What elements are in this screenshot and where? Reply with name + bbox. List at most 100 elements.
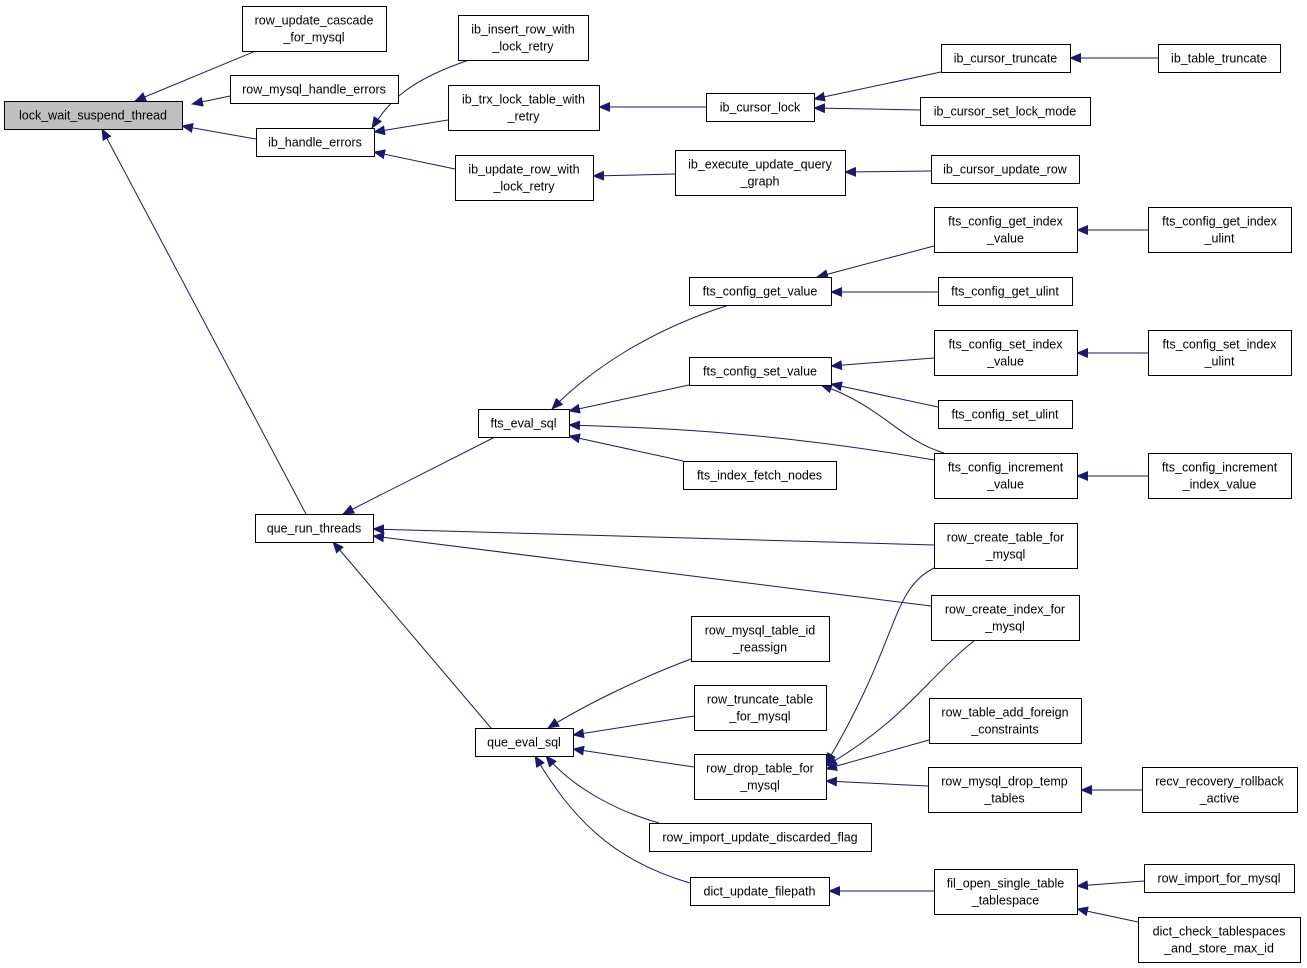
node-box	[4, 101, 183, 130]
node-fts-config-increment-value[interactable]: fts_config_increment_value	[934, 453, 1078, 499]
node-box	[1148, 207, 1292, 253]
edge-que_eval_sql-to-que_run_threads	[332, 541, 492, 729]
node-ib-cursor-lock[interactable]: ib_cursor_lock	[706, 93, 815, 122]
node-label: _mysql	[984, 620, 1025, 634]
node-box	[689, 277, 832, 306]
node-label: fts_config_get_value	[703, 285, 818, 299]
node-box	[683, 461, 837, 490]
node-label: que_eval_sql	[487, 736, 561, 750]
node-fts-config-set-index-ulint[interactable]: fts_config_set_index_ulint	[1148, 330, 1292, 376]
node-dict-check-tablespaces-and-store-max-id[interactable]: dict_check_tablespaces_and_store_max_id	[1138, 917, 1301, 963]
node-box	[941, 44, 1071, 73]
node-fil-open-single-table-tablespace[interactable]: fil_open_single_table _tablespace	[934, 869, 1078, 915]
node-ib-cursor-set-lock-mode[interactable]: ib_cursor_set_lock_mode	[920, 97, 1091, 126]
node-box	[1138, 917, 1301, 963]
node-row-mysql-drop-temp-tables[interactable]: row_mysql_drop_temp_tables	[928, 767, 1082, 813]
edge-fts_config_get_value-to-fts_eval_sql	[551, 304, 730, 410]
node-ib-handle-errors[interactable]: ib_handle_errors	[256, 128, 375, 157]
node-fts-config-set-index-value[interactable]: fts_config_set_index_value	[934, 330, 1078, 376]
node-row-mysql-table-id-reassign[interactable]: row_mysql_table_id _reassign	[691, 616, 830, 662]
node-label: fts_config_set_value	[703, 365, 817, 379]
node-label: fts_eval_sql	[490, 417, 556, 431]
edge-row_create_index_for_mysql-to-row_drop_table_for_mysql	[825, 639, 976, 767]
node-label: row_import_update_discarded_flag	[662, 831, 857, 845]
node-fts-config-set-value[interactable]: fts_config_set_value	[689, 357, 832, 386]
node-recv-recovery-rollback-active[interactable]: recv_recovery_rollback_active	[1142, 767, 1298, 813]
edge-line	[825, 639, 976, 767]
node-row-create-index-for-mysql[interactable]: row_create_index_for_mysql	[931, 595, 1080, 641]
node-fts-eval-sql[interactable]: fts_eval_sql	[478, 409, 570, 438]
node-label: dict_update_filepath	[704, 885, 816, 899]
node-ib-cursor-truncate[interactable]: ib_cursor_truncate	[941, 44, 1071, 73]
edge-line	[568, 384, 690, 414]
edge-ib_cursor_truncate-to-ib_cursor_lock	[813, 71, 942, 102]
node-label: dict_check_tablespaces	[1153, 925, 1286, 939]
node-ib-cursor-update-row[interactable]: ib_cursor_update_row	[931, 155, 1080, 184]
node-box	[706, 93, 815, 122]
node-fts-config-get-index-ulint[interactable]: fts_config_get_index_ulint	[1148, 207, 1292, 253]
node-box	[920, 97, 1091, 126]
edge-line	[825, 776, 929, 787]
node-label: _reassign	[732, 641, 787, 655]
node-label: fts_config_set_index	[949, 338, 1064, 352]
node-label: _mysql	[739, 779, 780, 793]
node-fts-config-get-ulint[interactable]: fts_config_get_ulint	[938, 277, 1073, 306]
edge-line	[825, 567, 935, 765]
node-label: fts_config_get_ulint	[951, 285, 1059, 299]
node-fts-config-get-index-value[interactable]: fts_config_get_index_value	[934, 207, 1078, 253]
node-ib-trx-lock-table-with-retry[interactable]: ib_trx_lock_table_with_retry	[448, 85, 600, 131]
node-label: fts_config_set_index	[1163, 338, 1278, 352]
node-box	[448, 85, 600, 131]
edge-row_truncate_table_for_mysql-to-que_eval_sql	[572, 715, 695, 739]
node-lock-wait-suspend-thread[interactable]: lock_wait_suspend_thread	[4, 101, 183, 130]
node-row-mysql-handle-errors[interactable]: row_mysql_handle_errors	[230, 75, 399, 104]
node-label: ib_cursor_set_lock_mode	[934, 105, 1076, 119]
node-label: _mysql	[985, 548, 1026, 562]
edge-line	[816, 245, 935, 280]
node-fts-config-set-ulint[interactable]: fts_config_set_ulint	[938, 400, 1073, 429]
node-label: _for_mysql	[282, 31, 344, 45]
node-label: recv_recovery_rollback	[1155, 775, 1284, 789]
node-row-truncate-table-for-mysql[interactable]: row_truncate_table_for_mysql	[694, 685, 827, 731]
node-box	[242, 6, 387, 52]
edge-line	[825, 739, 930, 771]
node-ib-update-row-with-lock-retry[interactable]: ib_update_row_with_lock_retry	[455, 155, 594, 201]
node-ib-table-truncate[interactable]: ib_table_truncate	[1158, 44, 1281, 73]
node-label: _tablespace	[971, 894, 1039, 908]
node-ib-insert-row-with-lock-retry[interactable]: ib_insert_row_with_lock_retry	[458, 15, 589, 61]
node-box	[1148, 453, 1292, 499]
edge-line	[134, 49, 259, 102]
node-box	[256, 128, 375, 157]
node-label: row_create_table_for	[947, 531, 1064, 545]
edge-fts_config_set_ulint-to-fts_config_set_value	[830, 381, 939, 408]
node-box	[931, 595, 1080, 641]
node-box	[691, 616, 830, 662]
edge-row_create_table_for_mysql-to-row_drop_table_for_mysql	[825, 567, 935, 765]
node-label: fil_open_single_table	[947, 877, 1065, 891]
edge-ib_handle_errors-to-lock_wait_suspend_thread	[181, 122, 257, 140]
node-row-drop-table-for-mysql[interactable]: row_drop_table_for_mysql	[694, 754, 827, 800]
node-row-table-add-foreign-constraints[interactable]: row_table_add_foreign_constraints	[929, 698, 1082, 744]
node-dict-update-filepath[interactable]: dict_update_filepath	[690, 877, 830, 906]
node-label: row_mysql_table_id	[705, 624, 816, 638]
node-row-update-cascade-for-mysql[interactable]: row_update_cascade_for_mysql	[242, 6, 387, 52]
node-row-create-table-for-mysql[interactable]: row_create_table_for _mysql	[934, 523, 1078, 569]
node-row-import-for-mysql[interactable]: row_import_for_mysql	[1144, 864, 1295, 893]
node-label: fts_config_increment	[948, 461, 1064, 475]
node-fts-config-increment-index-value[interactable]: fts_config_increment_index_value	[1148, 453, 1292, 499]
edge-line	[181, 122, 257, 140]
edge-line	[534, 755, 691, 884]
node-fts-index-fetch-nodes[interactable]: fts_index_fetch_nodes	[683, 461, 837, 490]
node-box	[694, 754, 827, 800]
node-box	[934, 523, 1078, 569]
node-row-import-update-discarded-flag[interactable]: row_import_update_discarded_flag	[649, 823, 872, 852]
node-que-eval-sql[interactable]: que_eval_sql	[475, 728, 574, 757]
node-ib-execute-update-query-graph[interactable]: ib_execute_update_query_graph	[675, 150, 846, 196]
edge-line	[830, 357, 935, 371]
edge-line	[568, 420, 935, 461]
edge-ib_trx_lock_table_with_retry-to-ib_handle_errors	[373, 119, 449, 136]
edge-line	[371, 59, 470, 129]
edge-fts_config_set_index_value-to-fts_config_set_value	[830, 357, 935, 371]
node-que-run-threads[interactable]: que_run_threads	[255, 514, 374, 543]
node-fts-config-get-value[interactable]: fts_config_get_value	[689, 277, 832, 306]
